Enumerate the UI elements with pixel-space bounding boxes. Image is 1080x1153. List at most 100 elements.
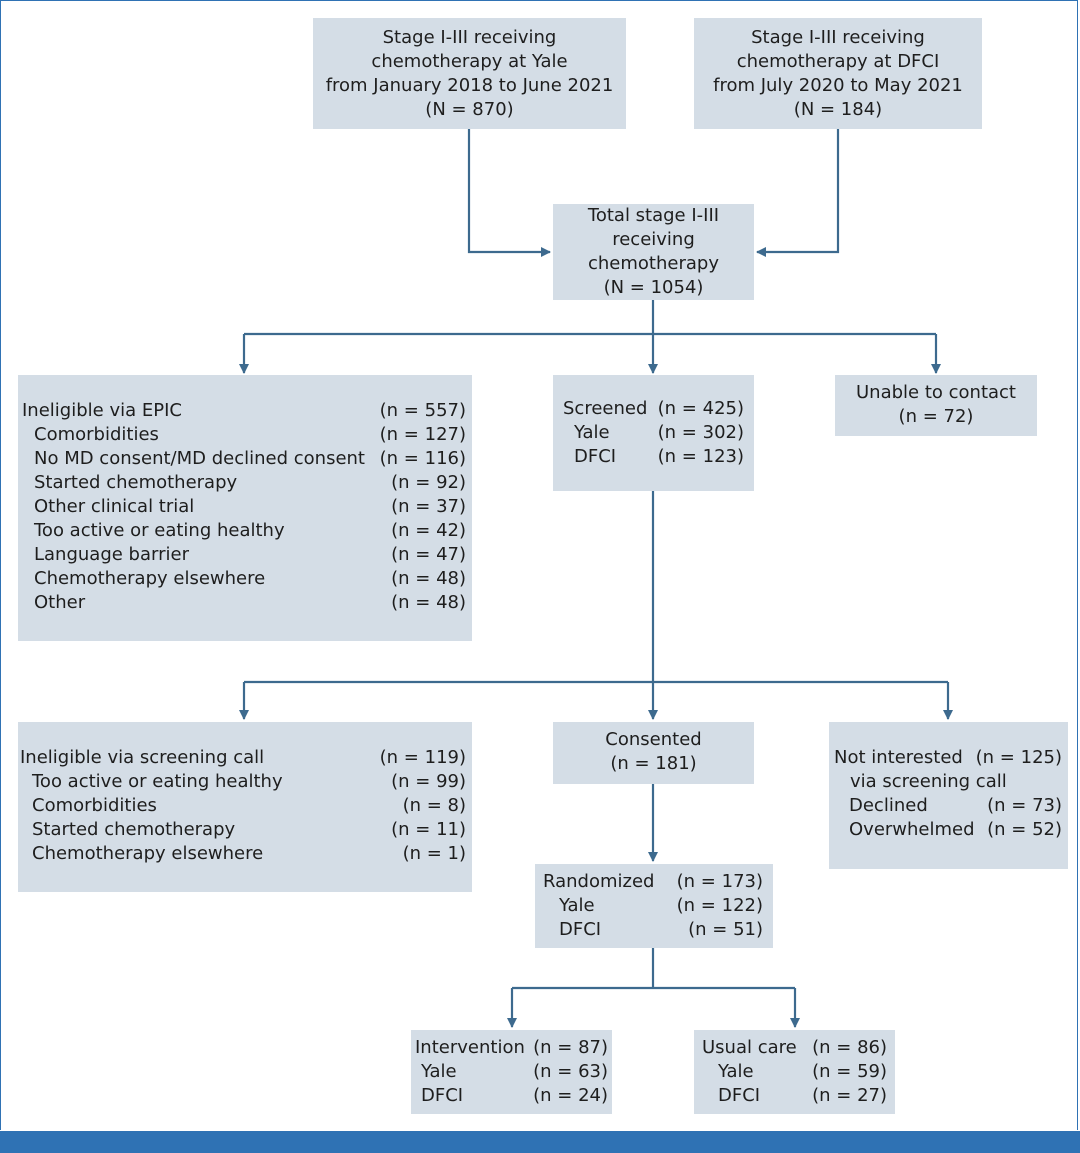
unable-to-contact-box: Unable to contact (n = 72) [835,375,1037,436]
reason-label: Started chemotherapy [32,819,236,840]
reason-label: Started chemotherapy [34,472,238,493]
reason-count: (n = 73) [987,795,1062,816]
ineligible-epic-title: Ineligible via EPIC [22,400,182,421]
list-item: Comorbidities (n = 127) [22,423,466,447]
list-item: Too active or eating healthy (n = 99) [20,770,466,794]
site-label: DFCI [574,446,617,467]
unable-count: (n = 72) [898,406,974,427]
reason-count: (n = 47) [391,544,466,565]
list-item: Overwhelmed (n = 52) [834,818,1062,842]
list-item: Declined (n = 73) [834,794,1062,818]
randomized-title-row: Randomized (n = 173) [543,870,763,894]
consented-count: (n = 181) [610,753,697,774]
ineligible-call-title-row: Ineligible via screening call (n = 119) [20,746,466,770]
yale-source-box: Stage I-III receiving chemotherapy at Ya… [313,18,626,129]
not-interested-subtitle: via screening call [850,771,1007,792]
site-count: (n = 59) [812,1061,887,1082]
reason-count: (n = 52) [987,819,1062,840]
list-item: Too active or eating healthy (n = 42) [22,519,466,543]
reason-count: (n = 8) [402,795,466,816]
randomized-count: (n = 173) [676,871,763,892]
screened-box: Screened (n = 425) Yale (n = 302) DFCI (… [553,375,754,491]
usual-care-count: (n = 86) [812,1037,887,1058]
site-label: Yale [718,1061,754,1082]
dfci-source-line1: Stage I-III receiving [751,27,925,48]
consented-box: Consented (n = 181) [553,722,754,784]
yale-source-line1: Stage I-III receiving [382,27,557,48]
footer-accent-bar [0,1131,1080,1153]
site-label: Yale [559,895,595,916]
reason-label: Chemotherapy elsewhere [32,843,264,864]
reason-count: (n = 42) [391,520,466,541]
dfci-source-line2: chemotherapy at DFCI [736,51,940,72]
reason-label: Comorbidities [32,795,157,816]
site-label: Yale [421,1061,457,1082]
arrow-yale-to-total [467,129,551,257]
reason-label: Comorbidities [34,424,159,445]
usual-care-label: Usual care [702,1037,797,1058]
list-item: Started chemotherapy (n = 11) [20,818,466,842]
yale-source-count: (N = 870) [425,99,514,120]
screened-count: (n = 425) [657,398,744,419]
usual-care-box: Usual care (n = 86) Yale (n = 59) DFCI (… [694,1030,895,1114]
list-item: Yale (n = 63) [415,1060,608,1084]
dfci-source-count: (N = 184) [793,99,883,120]
site-label: Yale [574,422,610,443]
list-item: Comorbidities (n = 8) [20,794,466,818]
reason-label: Language barrier [34,544,189,565]
list-item: Other clinical trial (n = 37) [22,495,466,519]
list-item: DFCI (n = 27) [702,1084,887,1108]
not-interested-count: (n = 125) [975,747,1062,768]
total-box: Total stage I-III receiving chemotherapy… [553,204,754,300]
screened-title-row: Screened (n = 425) [563,397,744,421]
reason-label: Declined [849,795,928,816]
screened-label: Screened [563,398,648,419]
reason-count: (n = 1) [402,843,466,864]
intervention-box: Intervention (n = 87) Yale (n = 63) DFCI… [411,1030,612,1114]
intervention-count: (n = 87) [533,1037,608,1058]
ineligible-epic-title-row: Ineligible via EPIC (n = 557) [22,399,466,423]
list-item: Started chemotherapy (n = 92) [22,471,466,495]
dfci-source-box: Stage I-III receiving chemotherapy at DF… [694,18,982,129]
list-item: Language barrier (n = 47) [22,543,466,567]
reason-label: Overwhelmed [849,819,975,840]
ineligible-call-box: Ineligible via screening call (n = 119) … [18,722,472,892]
intervention-title-row: Intervention (n = 87) [415,1036,608,1060]
reason-count: (n = 116) [379,448,466,469]
reason-count: (n = 127) [379,424,466,445]
total-line2: receiving [612,229,695,250]
reason-count: (n = 11) [391,819,466,840]
list-item: No MD consent/MD declined consent (n = 1… [22,447,466,471]
usual-care-title-row: Usual care (n = 86) [702,1036,887,1060]
reason-label: Other [34,592,86,613]
reason-count: (n = 48) [391,568,466,589]
ineligible-call-title: Ineligible via screening call [20,747,265,768]
not-interested-box: Not interested (n = 125) via screening c… [829,722,1068,869]
site-count: (n = 24) [533,1085,608,1106]
site-count: (n = 302) [657,422,744,443]
site-count: (n = 27) [812,1085,887,1106]
reason-count: (n = 92) [391,472,466,493]
site-label: DFCI [718,1085,761,1106]
reason-count: (n = 99) [391,771,466,792]
yale-source-line2: chemotherapy at Yale [371,51,568,72]
ineligible-call-title-count: (n = 119) [379,747,466,768]
intervention-label: Intervention [415,1037,525,1058]
arrow-dfci-to-total [756,129,840,257]
randomized-box: Randomized (n = 173) Yale (n = 122) DFCI… [535,864,773,948]
reason-label: No MD consent/MD declined consent [34,448,365,469]
list-item: Chemotherapy elsewhere (n = 1) [20,842,466,866]
list-item: DFCI (n = 24) [415,1084,608,1108]
list-item: Yale (n = 59) [702,1060,887,1084]
ineligible-epic-title-count: (n = 557) [379,400,466,421]
unable-label: Unable to contact [856,382,1016,403]
site-count: (n = 51) [688,919,763,940]
ineligible-epic-box: Ineligible via EPIC (n = 557) Comorbidit… [18,375,472,641]
not-interested-title-row: Not interested (n = 125) [834,746,1062,770]
reason-label: Other clinical trial [34,496,195,517]
site-label: DFCI [559,919,602,940]
reason-label: Chemotherapy elsewhere [34,568,266,589]
site-count: (n = 63) [533,1061,608,1082]
list-item: Yale (n = 302) [563,421,744,445]
